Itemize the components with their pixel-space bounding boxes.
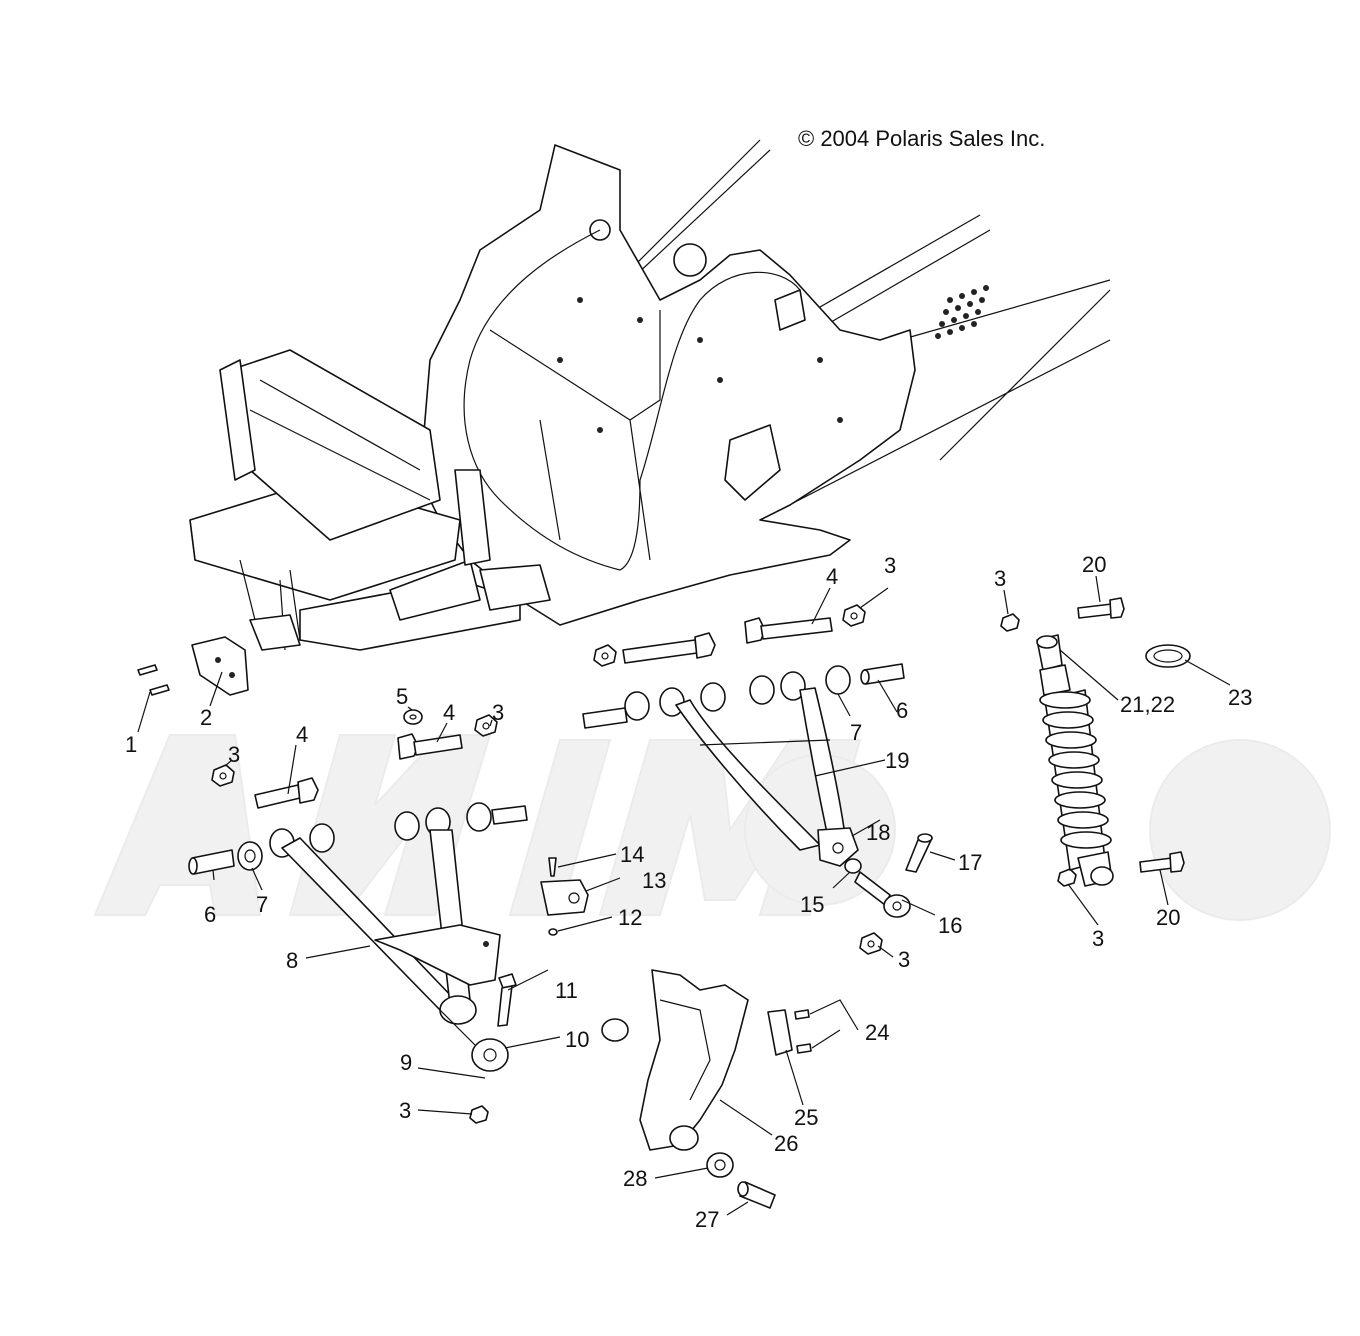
callout-11: 11 <box>555 978 578 1003</box>
nut-3-spindle <box>469 1105 489 1124</box>
bolt-4-upper-right <box>744 617 833 644</box>
plate-25 <box>767 1009 793 1056</box>
callout-3: 3 <box>492 700 504 725</box>
callout-9: 9 <box>400 1050 412 1075</box>
callout-3: 3 <box>228 742 240 767</box>
callout-3: 3 <box>399 1098 411 1123</box>
nut-3-shock-top <box>1000 613 1020 632</box>
chassis <box>189 139 1111 651</box>
callout-25: 25 <box>794 1105 818 1130</box>
callout-1: 1 <box>125 732 137 757</box>
callout-15: 15 <box>800 892 824 917</box>
callout-17: 17 <box>958 850 982 875</box>
bolt-11 <box>497 973 517 1027</box>
lower-a-arm-8 <box>281 829 509 1072</box>
spindle-26 <box>601 969 749 1151</box>
nut-3-upper-b <box>842 604 866 627</box>
washer-15 <box>844 858 862 874</box>
callout-12: 12 <box>618 905 642 930</box>
callout-4: 4 <box>296 722 308 747</box>
bolt-4-upper-left <box>622 632 716 664</box>
callout-3: 3 <box>884 553 896 578</box>
callout-13: 13 <box>642 868 666 893</box>
leader-lines <box>137 575 1231 1216</box>
callout-23: 23 <box>1228 685 1252 710</box>
bushing-lower-a <box>269 823 335 858</box>
callout-14: 14 <box>620 842 644 867</box>
bracket-13 <box>540 879 589 916</box>
callout-24: 24 <box>865 1020 889 1045</box>
callout-4: 4 <box>443 700 455 725</box>
nut-12 <box>548 928 558 936</box>
callout-20: 20 <box>1082 552 1106 577</box>
callout-4: 4 <box>826 564 838 589</box>
bolt-20-top <box>1077 597 1125 619</box>
bushing-7-left <box>237 841 263 871</box>
callout-10: 10 <box>565 1027 589 1052</box>
callout-5: 5 <box>396 684 408 709</box>
callout-6: 6 <box>204 902 216 927</box>
bushings-upper-right <box>749 665 851 705</box>
callout-7: 7 <box>850 720 862 745</box>
bolt-20-bottom <box>1139 851 1185 873</box>
nut-3-upper-a <box>593 644 617 667</box>
callout-2: 2 <box>200 705 212 730</box>
bolt-4-lower-mid <box>397 733 463 760</box>
clamp-23 <box>1145 644 1191 668</box>
callout-3: 3 <box>1092 926 1104 951</box>
bolt-17 <box>905 833 933 873</box>
washer-5 <box>403 709 423 725</box>
callout-16: 16 <box>938 913 962 938</box>
pin-27 <box>737 1181 776 1209</box>
callout-3: 3 <box>994 566 1006 591</box>
shock-21-22 <box>1036 634 1114 887</box>
watermark <box>93 734 1331 921</box>
callout-3: 3 <box>898 947 910 972</box>
bushing-28 <box>706 1152 734 1178</box>
callout-26: 26 <box>774 1131 798 1156</box>
callout-20: 20 <box>1156 905 1180 930</box>
upper-a-arm-19 <box>675 687 859 867</box>
rod-end-16 <box>854 871 911 918</box>
sleeve-6-right <box>860 663 905 685</box>
bushing-lower-b <box>394 802 528 841</box>
part-1-rivets <box>137 664 170 696</box>
callout-8: 8 <box>286 948 298 973</box>
sleeve-upper-left <box>582 682 726 729</box>
sleeve-6-left <box>188 849 235 875</box>
copyright-text: © 2004 Polaris Sales Inc. <box>798 126 1045 151</box>
callouts: 1 2 3 4 5 4 3 6 7 8 9 10 11 3 12 13 14 4… <box>125 552 1252 1232</box>
callout-28: 28 <box>623 1166 647 1191</box>
callout-6: 6 <box>896 698 908 723</box>
nut-3-low <box>859 932 883 955</box>
part-2-plate <box>191 636 249 696</box>
callout-18: 18 <box>866 820 890 845</box>
callout-27: 27 <box>695 1207 719 1232</box>
nut-3-shock-bottom <box>1057 868 1077 887</box>
bolt-4-lower-left <box>254 777 319 809</box>
callout-7: 7 <box>256 892 268 917</box>
screws-24 <box>794 1009 812 1054</box>
screw-14 <box>548 857 557 877</box>
callout-19: 19 <box>885 748 909 773</box>
callout-21-22: 21,22 <box>1120 692 1175 717</box>
